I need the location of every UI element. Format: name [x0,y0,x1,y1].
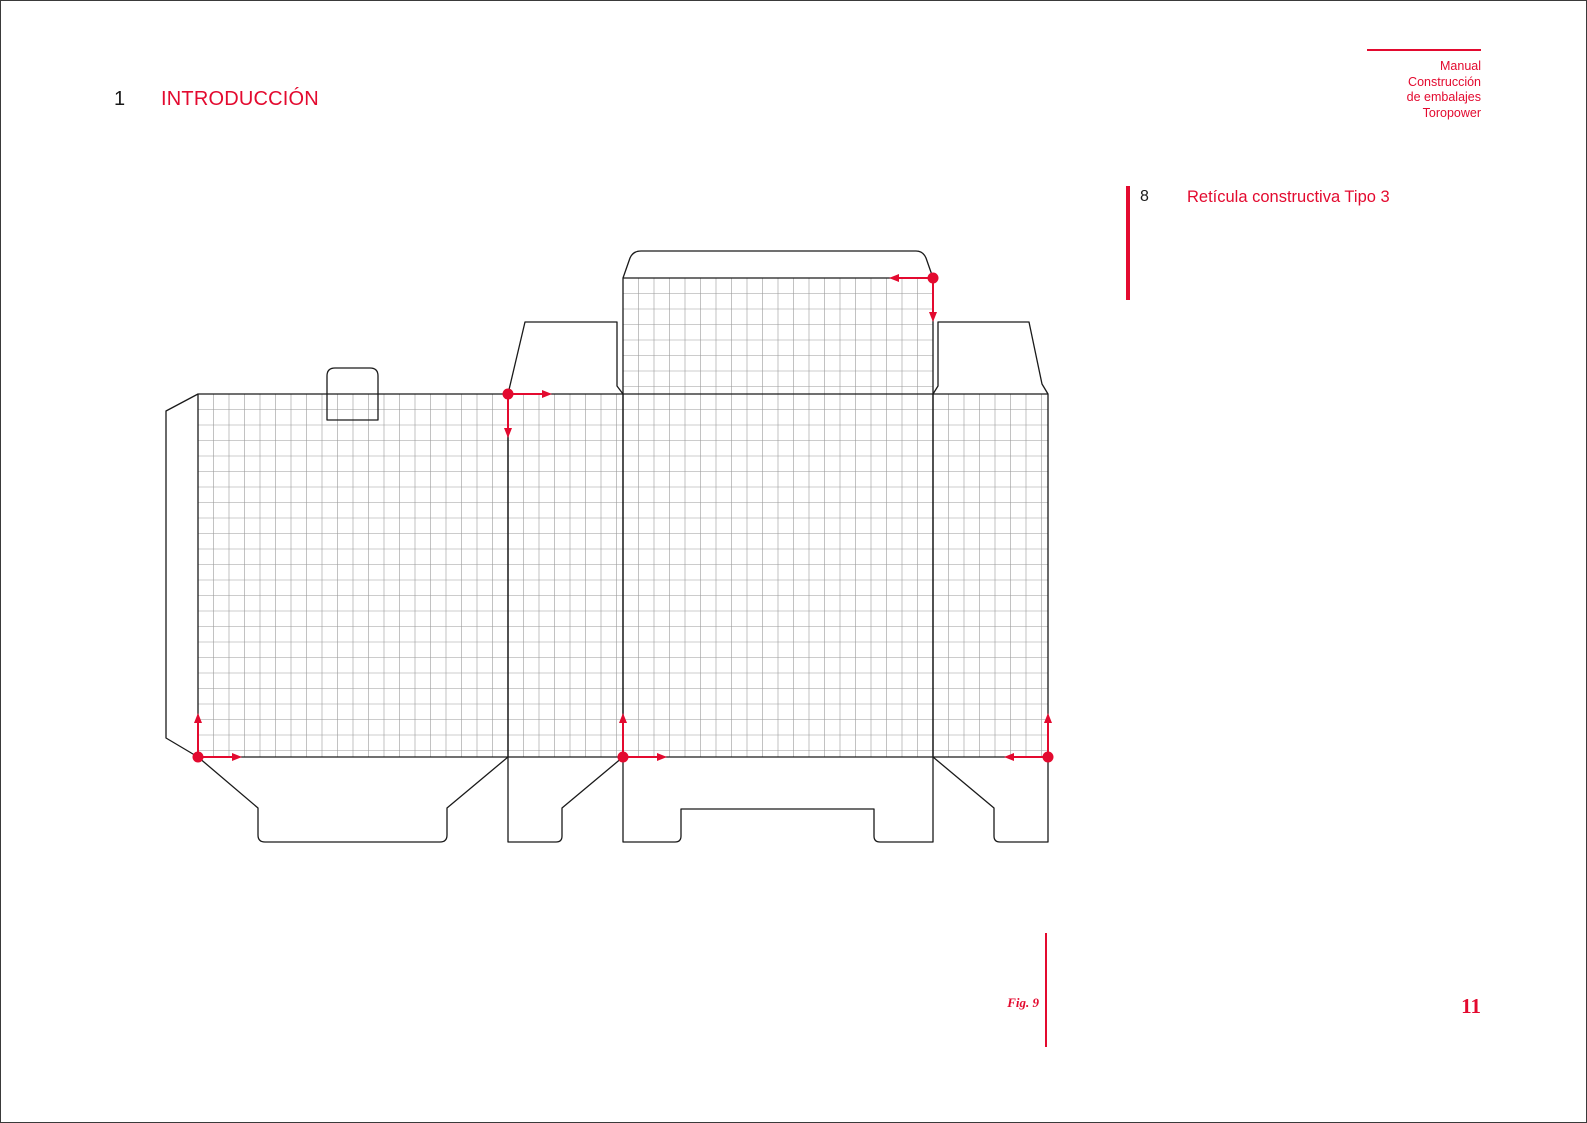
bottom-flap-side-left [507,756,624,843]
glue-flap [165,393,199,758]
marker-arrowhead [232,753,242,761]
origin-markers [192,272,1054,763]
document-title-line: Construcción [1408,74,1481,89]
marker-arrowhead [929,312,937,322]
origin-marker-back-panel [192,713,242,763]
construction-grids [198,278,1048,757]
marker-dot [927,272,939,284]
dieline-outlines [165,250,1049,843]
document-title-line: Manual [1440,59,1481,73]
figure-label: Fig. 9 [1007,995,1039,1010]
chapter-number: 1 [114,88,126,110]
chapter-title: INTRODUCCIÓN [161,88,319,110]
marker-arrowhead [504,428,512,438]
marker-arrowhead [542,390,552,398]
dust-flap-top-left [507,321,624,395]
side-panel-right [932,393,1049,758]
section-number: 8 [1140,188,1149,205]
grid-front-panel [623,394,933,757]
side-panel-left [507,393,624,758]
marker-dot [192,751,204,763]
lid-panel [622,277,934,394]
figure-bar [1045,933,1047,1047]
origin-marker-front-panel [617,713,667,763]
bottom-flap-side-right [932,756,1049,843]
section-bar [1126,186,1130,300]
section-title: Retícula constructiva Tipo 3 [1187,188,1390,206]
marker-arrowhead [1004,753,1014,761]
bottom-flap-front [622,757,934,843]
origin-marker-lid [889,272,939,322]
page-number: 11 [1461,994,1481,1018]
grid-side-panel-right [933,394,1048,757]
marker-dot [502,388,514,400]
marker-arrowhead [889,274,899,282]
origin-marker-side-right [1004,713,1054,763]
document-title: Manual Construcción de embalajes Toropow… [1281,59,1481,121]
hang-tab [326,367,379,421]
document-title-line: Toropower [1422,105,1481,120]
grid-back-panel [198,394,508,757]
origin-marker-side-left [502,388,552,438]
marker-dot [1042,751,1054,763]
header-rule [1367,49,1481,51]
marker-arrowhead [1044,713,1052,723]
lid-tuck-flap [622,250,934,279]
marker-arrowhead [194,713,202,723]
grid-lid-panel [623,278,933,394]
marker-arrowhead [619,713,627,723]
bottom-flap-back [197,756,509,843]
dust-flap-top-right [932,321,1049,395]
grid-side-panel-left [508,394,623,757]
marker-dot [617,751,629,763]
marker-arrowhead [657,753,667,761]
document-title-line: de embalajes [1406,90,1481,105]
